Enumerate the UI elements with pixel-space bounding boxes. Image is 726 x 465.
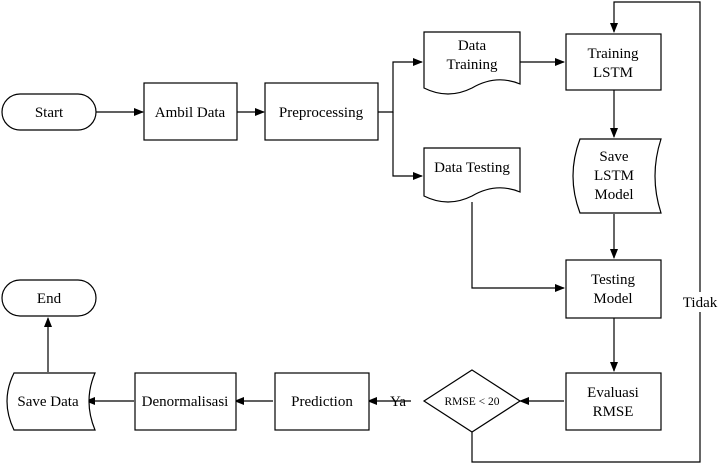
node-data-training: Data Training — [423, 31, 521, 95]
edge-decision-no-loop-to-training — [471, 1, 701, 463]
node-save-lstm-model: Save LSTM Model — [572, 138, 662, 214]
node-ambil-data: Ambil Data — [143, 82, 238, 141]
node-data-training-line2: Training — [446, 57, 498, 73]
yes-label: Ya — [390, 394, 406, 410]
edge-data-testing-to-testing-model — [471, 202, 565, 292]
node-prediction-label: Prediction — [291, 394, 353, 410]
node-evaluasi-line1: Evaluasi — [587, 385, 639, 401]
node-save-model-line2: LSTM — [594, 168, 634, 184]
edge-preprocessing-to-data-testing — [392, 112, 423, 180]
node-training-lstm-line2: LSTM — [593, 65, 633, 81]
node-preprocessing: Preprocessing — [264, 82, 379, 141]
terminator-shape — [1, 279, 97, 317]
node-save-data-label: Save Data — [17, 394, 79, 410]
process-shape — [565, 33, 662, 91]
node-denormalisasi: Denormalisasi — [134, 372, 237, 431]
node-save-model-line1: Save — [599, 149, 629, 165]
no-label-backdrop — [681, 292, 719, 312]
decision-diamond — [422, 369, 522, 433]
node-prediction: Prediction — [274, 372, 370, 431]
document-shape — [423, 147, 521, 203]
node-preprocessing-label: Preprocessing — [279, 105, 364, 121]
node-testing-model-line1: Testing — [591, 272, 635, 288]
node-training-lstm: Training LSTM — [565, 33, 662, 91]
process-shape — [264, 82, 379, 141]
node-save-data: Save Data — [6, 372, 96, 431]
node-data-testing: Data Testing — [423, 147, 521, 203]
process-shape — [274, 372, 370, 431]
process-shape — [134, 372, 237, 431]
node-ambil-data-label: Ambil Data — [155, 105, 226, 121]
node-testing-model: Testing Model — [565, 259, 662, 319]
node-save-model-line3: Model — [594, 187, 633, 203]
node-data-testing-label: Data Testing — [434, 160, 510, 176]
node-data-training-line1: Data — [458, 38, 487, 54]
terminator-shape — [1, 93, 97, 131]
connectors — [44, 1, 701, 463]
stored-data-shape — [6, 372, 96, 431]
node-decision-label: RMSE < 20 — [444, 396, 499, 408]
node-end-label: End — [37, 291, 62, 307]
node-evaluasi-line2: RMSE — [593, 404, 634, 420]
node-start-label: Start — [35, 105, 64, 121]
process-shape — [143, 82, 238, 141]
edge-preprocessing-to-data-training — [378, 58, 423, 113]
node-decision-rmse: RMSE < 20 — [422, 369, 522, 433]
node-start: Start — [1, 93, 97, 131]
node-training-lstm-line1: Training — [587, 46, 639, 62]
node-testing-model-line2: Model — [593, 291, 632, 307]
process-shape — [565, 372, 662, 431]
process-shape — [565, 259, 662, 319]
node-end: End — [1, 279, 97, 317]
node-evaluasi-rmse: Evaluasi RMSE — [565, 372, 662, 431]
document-shape — [423, 31, 521, 95]
node-denormalisasi-label: Denormalisasi — [142, 394, 229, 410]
stored-data-shape — [572, 138, 662, 214]
no-label: Tidak — [683, 295, 718, 311]
